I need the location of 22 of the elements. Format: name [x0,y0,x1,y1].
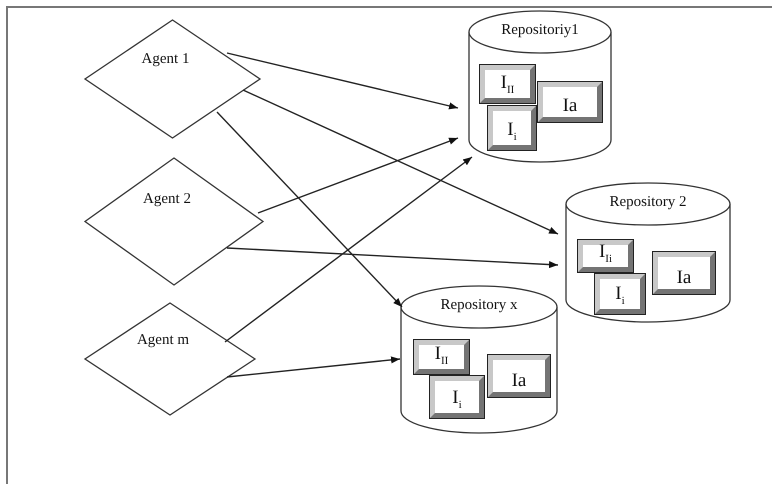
arrow [242,89,558,235]
repository-label: Repository x [439,297,519,314]
arrow [226,52,458,110]
repository-label: Repository 2 [608,194,688,211]
arrow [216,112,402,308]
index-frame: I$_{Ii}$ [578,240,633,272]
agent-label: Agent 2 [142,191,192,208]
index-frame: I$_{i}$ [488,106,536,150]
index-frame: I$_{i}$ [430,376,484,418]
arrow [224,156,472,343]
index-frame: Ia [653,252,715,294]
arrow [258,137,458,214]
repository-label: Repositoriy1 [500,22,580,39]
index-frame: Ia [488,355,550,397]
index-frame: I$_{II}$ [480,65,535,103]
arrow [226,247,558,268]
index-frame: Ia [538,82,602,122]
index-frame: I$_{i}$ [595,274,645,314]
agent-label: Agent 1 [140,50,190,68]
index-frame: I$_{II}$ [414,340,469,374]
arrow [226,356,400,378]
agent-label: Agent m [136,332,190,350]
